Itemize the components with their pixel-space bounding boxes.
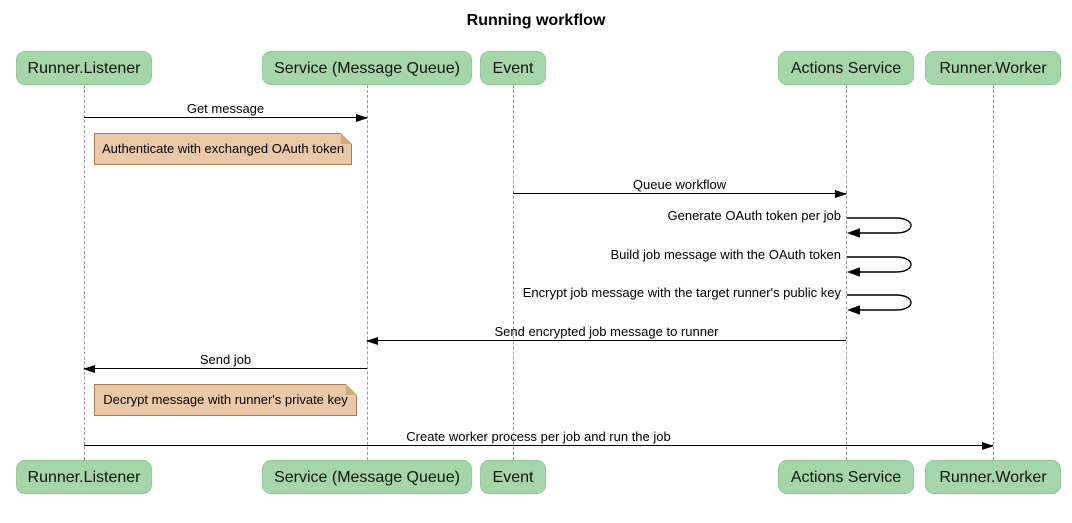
note-authenticate: Authenticate with exchanged OAuth token [94, 133, 352, 165]
lifeline-runner-listener [84, 85, 85, 460]
participant-service-mq-bottom: Service (Message Queue) [262, 460, 472, 494]
arrowhead-icon [366, 336, 378, 345]
message-line [84, 367, 367, 369]
participant-actions-service-top: Actions Service [778, 51, 914, 85]
message-line [513, 192, 846, 194]
participant-actions-service-bottom: Actions Service [778, 460, 914, 494]
message-send-job: Send job [83, 349, 367, 373]
message-label: Create worker process per job and run th… [406, 428, 671, 444]
arrowhead-icon [835, 189, 847, 198]
message-line [84, 444, 993, 446]
participant-runner-listener-bottom: Runner.Listener [16, 460, 152, 494]
participant-event-top: Event [480, 51, 546, 85]
message-queue-workflow: Queue workflow [513, 174, 847, 198]
message-create-worker-process: Create worker process per job and run th… [84, 426, 994, 450]
message-label: Queue workflow [632, 176, 727, 192]
self-message-build-job-message-label: Build job message with the OAuth token [610, 247, 841, 262]
lifeline-service-mq [367, 85, 368, 460]
self-message-generate-oauth-token-label: Generate OAuth token per job [667, 208, 841, 223]
arrowhead-icon [83, 364, 95, 373]
participant-service-mq-top: Service (Message Queue) [262, 51, 472, 85]
self-loop-arrow-icon [847, 256, 912, 277]
message-line [367, 339, 846, 341]
participant-runner-worker-bottom: Runner.Worker [925, 460, 1061, 494]
message-label: Send encrypted job message to runner [494, 323, 719, 339]
self-loop-arrow-icon [847, 217, 912, 238]
diagram-title: Running workflow [466, 12, 606, 29]
note-decrypt: Decrypt message with runner's private ke… [94, 384, 357, 416]
message-label: Get message [186, 100, 265, 116]
arrowhead-icon [982, 441, 994, 450]
message-send-encrypted-job-message: Send encrypted job message to runner [366, 321, 846, 345]
message-label: Send job [199, 351, 252, 367]
lifeline-runner-worker [993, 85, 994, 460]
self-message-encrypt-job-message-label: Encrypt job message with the target runn… [522, 285, 841, 300]
arrowhead-icon [356, 113, 368, 122]
message-line [84, 116, 367, 118]
participant-runner-worker-top: Runner.Worker [925, 51, 1061, 85]
message-get-message: Get message [84, 98, 368, 122]
lifeline-actions-service [846, 85, 847, 460]
participant-event-bottom: Event [480, 460, 546, 494]
lifeline-event [513, 85, 514, 460]
participant-runner-listener-top: Runner.Listener [16, 51, 152, 85]
self-loop-arrow-icon [847, 294, 912, 315]
